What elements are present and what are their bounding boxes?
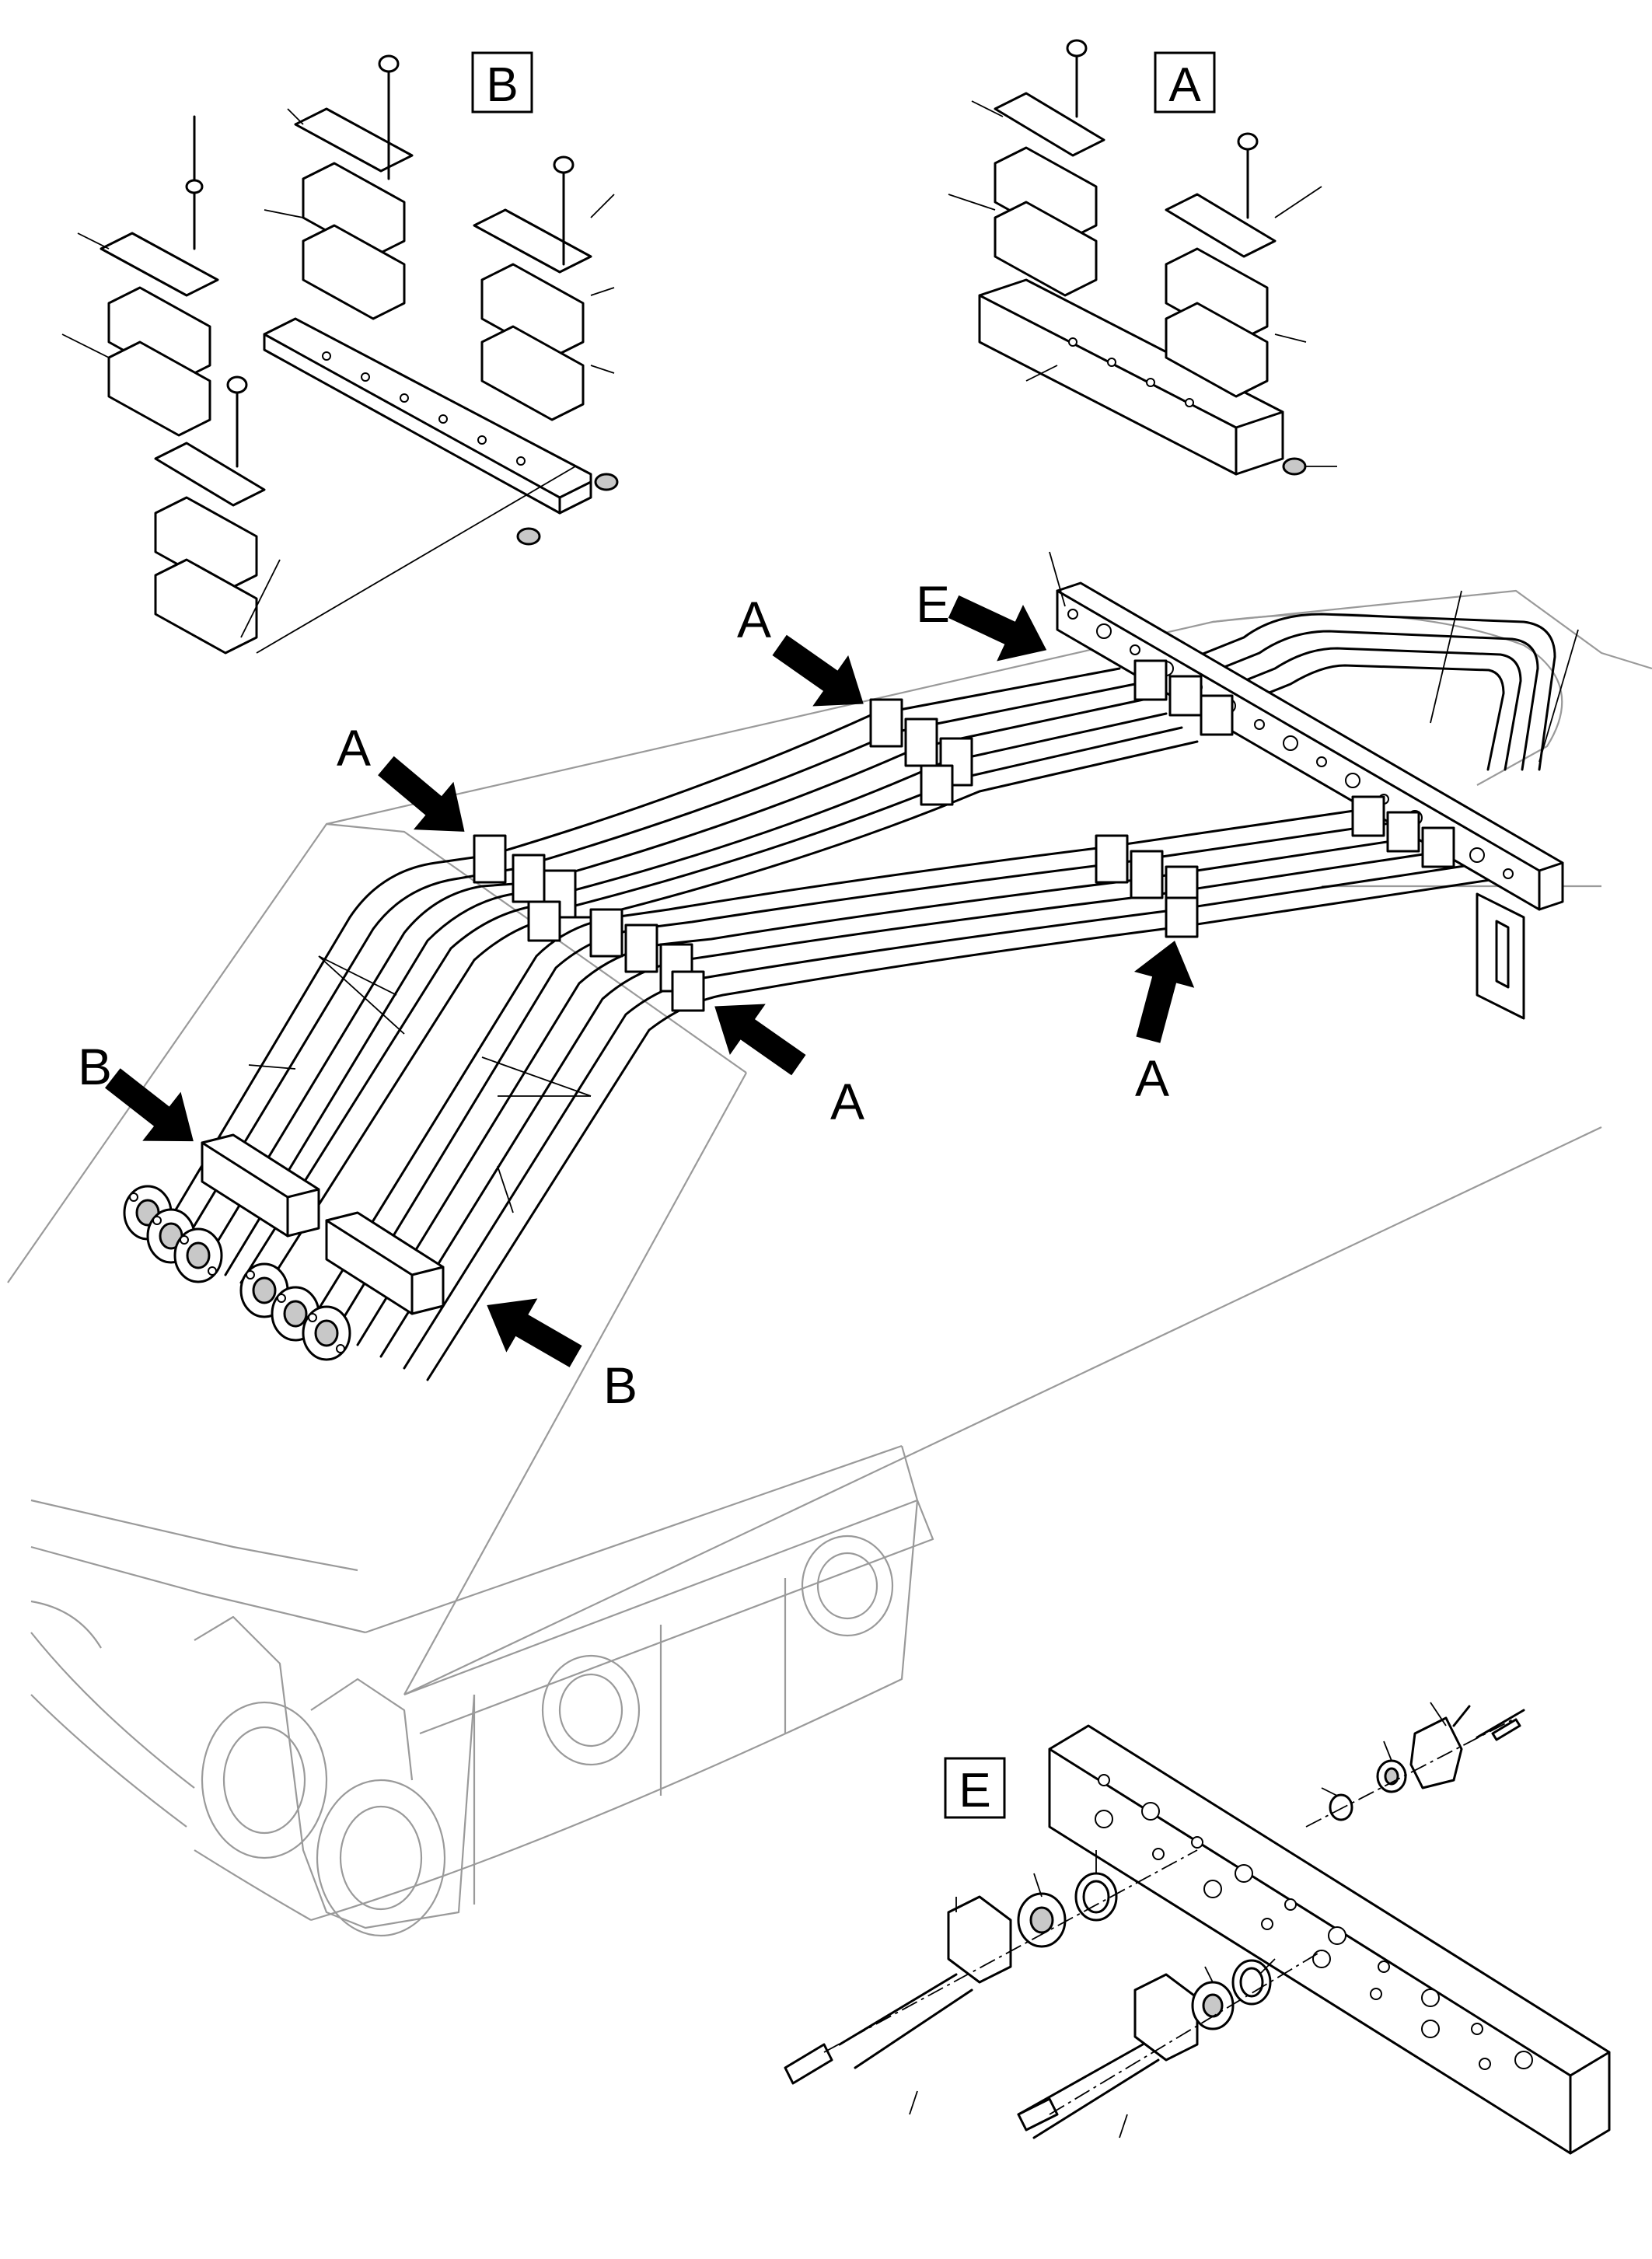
callout-b-left: B (78, 1038, 112, 1095)
return-pipes (1165, 613, 1556, 771)
detail-a-exploded-clamps (948, 39, 1337, 476)
callout-arrow-e (948, 595, 1047, 662)
leader-lines-main (248, 551, 1579, 1213)
callout-arrow-a-mid (714, 1004, 806, 1076)
callout-a-right: A (1135, 1049, 1169, 1107)
pipe-bundle-left (154, 667, 1199, 1292)
clamp-group-middle (589, 908, 705, 1012)
detail-b-label: B (486, 58, 518, 112)
callout-arrow-a-right (1133, 941, 1195, 1043)
detail-e-frame (944, 1757, 1006, 1819)
plate-holes (322, 351, 526, 466)
callout-arrow-a-top (772, 634, 864, 707)
detail-a-frame (1154, 51, 1216, 113)
clamp-block-b-right (325, 1211, 445, 1315)
detail-b-exploded-clamps (61, 54, 619, 655)
clamp-group-right (1095, 834, 1199, 938)
detail-e-label: E (959, 1764, 990, 1817)
pipe-end-fittings (123, 1185, 351, 1361)
clamp-group-top (869, 698, 973, 806)
clamp-group-manifold-left (1133, 659, 1234, 736)
callout-a-mid: A (830, 1073, 864, 1130)
detail-b-frame (471, 51, 533, 113)
detail-e-exploded-manifold (784, 1702, 1611, 2155)
pipe-bundle-right (309, 799, 1502, 1381)
clamp-group-left (473, 834, 577, 942)
callout-a-left: A (337, 719, 371, 777)
callout-arrow-a-left (378, 756, 465, 832)
clamp-block-b-left (201, 1133, 320, 1238)
callout-arrow-b-left (104, 1068, 194, 1142)
clamp-group-manifold-right (1351, 795, 1455, 868)
callout-arrow-b-bottom (487, 1298, 582, 1367)
manifold-e-holes (1095, 1774, 1533, 2070)
detail-a-label: A (1168, 58, 1201, 112)
boom-outline (7, 589, 1652, 1937)
manifold-block (1056, 581, 1564, 1020)
callout-e: E (916, 575, 950, 633)
callout-b-bottom: B (603, 1356, 637, 1414)
callout-a-top: A (737, 591, 771, 648)
